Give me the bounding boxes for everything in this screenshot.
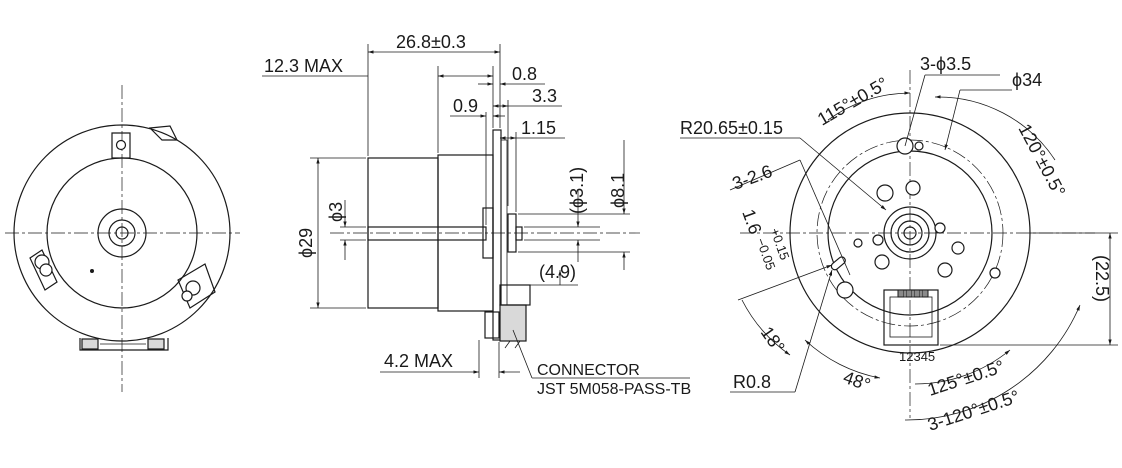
dim-angle-115: 115°±0.5°: [814, 73, 892, 129]
rear-view: 12345 3-ϕ3.5 ϕ34 R20.65±0.15 115°±0.5° 1…: [680, 54, 1118, 435]
front-view: [5, 85, 240, 392]
dim-0-9: 0.9: [453, 96, 478, 116]
dim-angle-120: 120°±0.5°: [1014, 120, 1069, 199]
dim-angle-18: 18°: [757, 323, 789, 357]
dim-front-max: 12.3 MAX: [264, 56, 343, 76]
connector-model: JST 5M058-PASS-TB: [537, 381, 691, 398]
dim-dia-29: ϕ29: [296, 228, 316, 258]
dim-holes-3-5: 3-ϕ3.5: [920, 54, 971, 74]
dim-dia-8-1: ϕ8.1: [608, 173, 628, 208]
dim-dia-3-1: (ϕ3.1): [567, 167, 587, 214]
side-view: 26.8±0.3 12.3 MAX 0.8 0.9 3.3 1.15 ϕ29 ϕ…: [262, 32, 691, 398]
dim-22-5: (22.5): [1092, 255, 1112, 302]
dim-0-8: 0.8: [512, 64, 537, 84]
dim-radius-0-8: R0.8: [733, 372, 771, 392]
dim-dia-3: ϕ3: [326, 202, 346, 222]
dim-angle-48: 48°: [841, 367, 873, 395]
dim-back-max: 4.2 MAX: [384, 351, 453, 371]
dim-slot-width: 1.6: [738, 207, 765, 237]
dim-1-15: 1.15: [521, 118, 556, 138]
dim-holes-2-6: 3-2.6: [730, 161, 775, 194]
dim-length: 26.8±0.3: [396, 32, 466, 52]
dim-3-3: 3.3: [532, 86, 557, 106]
dim-radius-20-65: R20.65±0.15: [680, 118, 783, 138]
dim-4-9: (4.9): [539, 262, 576, 282]
pin-numbers: 12345: [899, 349, 935, 364]
connector-title: CONNECTOR: [537, 362, 640, 379]
dim-dia-34: ϕ34: [1012, 70, 1042, 90]
